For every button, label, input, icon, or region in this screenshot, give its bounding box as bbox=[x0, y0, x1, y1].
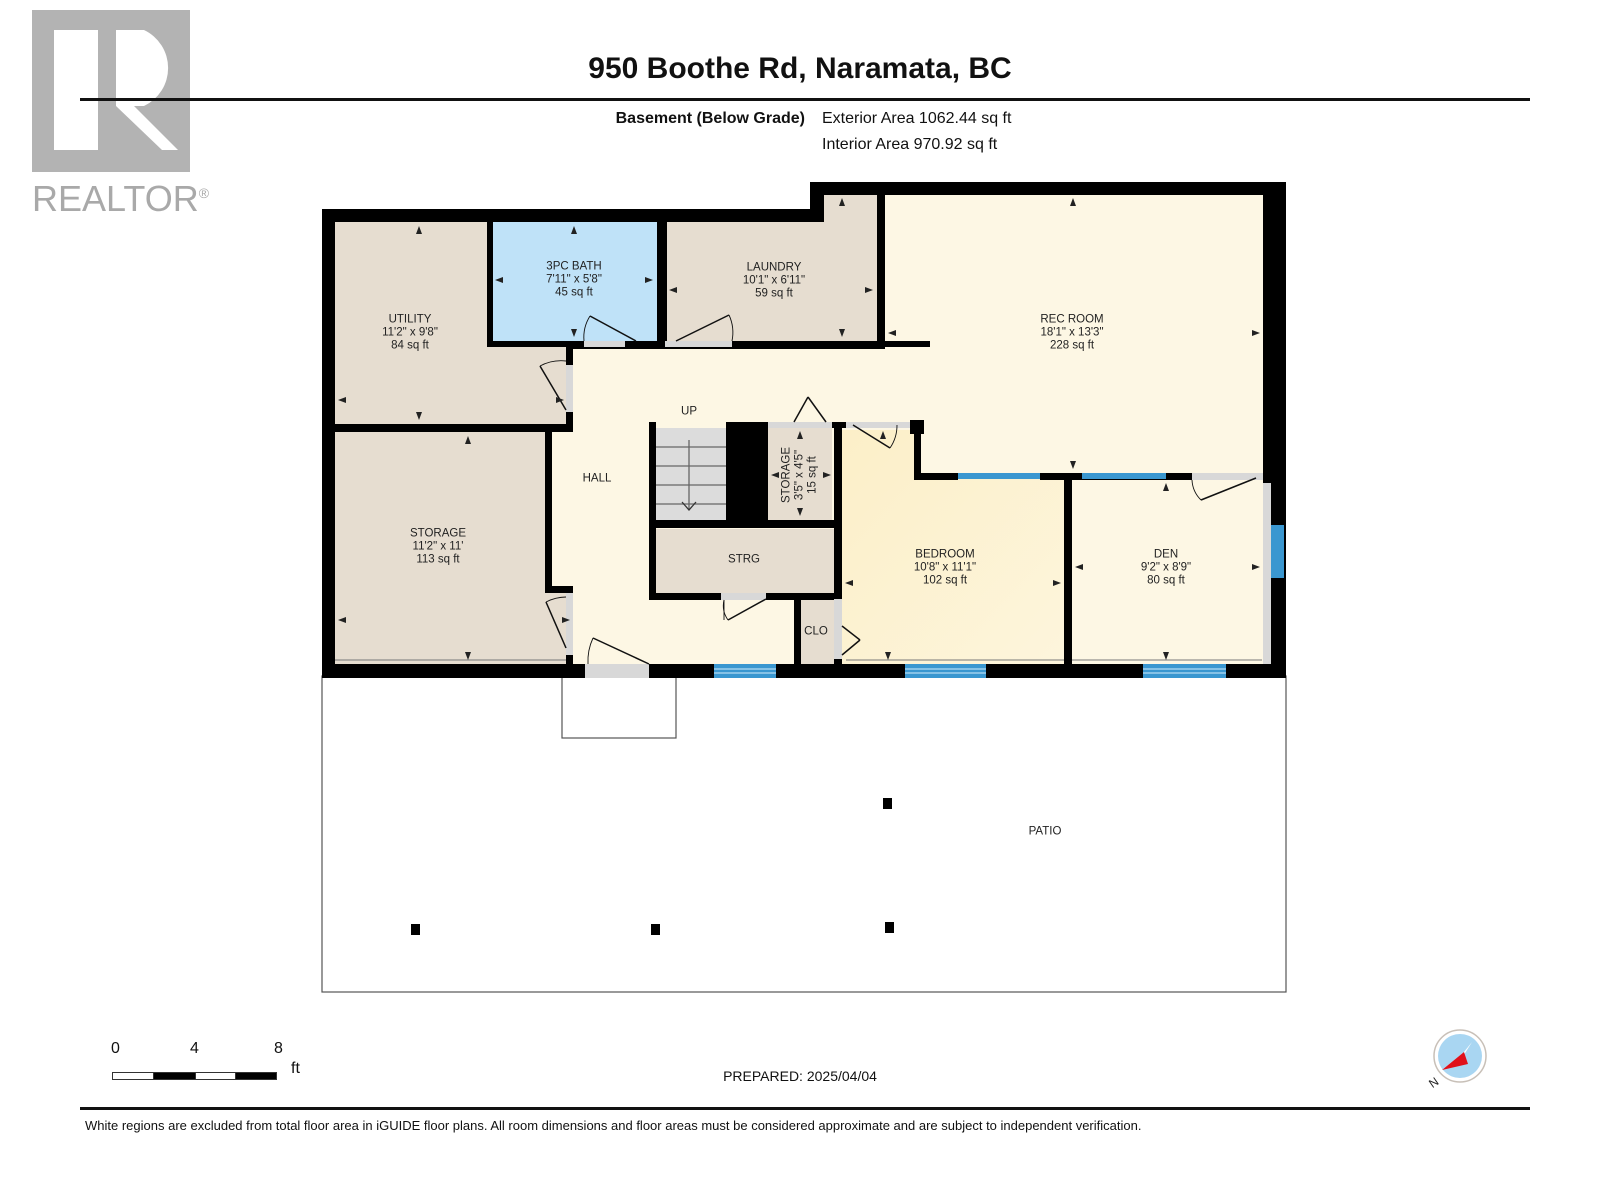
room-name: CLO bbox=[804, 625, 828, 638]
room-dimensions: 7'11" x 5'8" bbox=[546, 273, 602, 286]
room-dimensions: 3'5" x 4'5" bbox=[793, 449, 806, 501]
room-name: HALL bbox=[582, 472, 612, 485]
room-label-small-storage: STORAGE 3'5" x 4'5" 15 sq ft bbox=[781, 447, 820, 503]
room-label-patio: PATIO bbox=[1029, 826, 1062, 839]
interior-area: Interior Area 970.92 sq ft bbox=[822, 136, 998, 153]
room-label-rec-room: REC ROOM 18'1" x 13'3" 228 sq ft bbox=[1040, 314, 1103, 353]
realtor-wordmark: REALTOR® bbox=[32, 178, 209, 220]
entry-step bbox=[561, 675, 677, 739]
room-label-strg: STRG bbox=[728, 554, 760, 567]
scale-unit: ft bbox=[291, 1060, 300, 1077]
room-area: 228 sq ft bbox=[1049, 339, 1095, 352]
scale-tick-8: 8 bbox=[274, 1040, 283, 1057]
strg-room bbox=[656, 529, 834, 593]
post-icon bbox=[651, 924, 660, 935]
room-name: REC ROOM bbox=[1040, 313, 1104, 326]
room-label-utility: UTILITY 11'2" x 9'8" 84 sq ft bbox=[382, 314, 438, 353]
room-label-den: DEN 9'2" x 8'9" 80 sq ft bbox=[1141, 549, 1191, 588]
level-name: Basement (Below Grade) bbox=[615, 110, 805, 127]
header-divider bbox=[80, 98, 1530, 101]
room-area: 113 sq ft bbox=[416, 553, 460, 566]
room-label-3pc-bath: 3PC BATH 7'11" x 5'8" 45 sq ft bbox=[546, 261, 602, 300]
patio-area bbox=[321, 675, 1287, 993]
exterior-area: Exterior Area 1062.44 sq ft bbox=[822, 110, 1012, 127]
footer-divider bbox=[80, 1107, 1530, 1110]
disclaimer-text: White regions are excluded from total fl… bbox=[85, 1118, 1142, 1133]
room-area: 84 sq ft bbox=[391, 339, 429, 352]
room-name: BEDROOM bbox=[915, 548, 975, 561]
room-area: 15 sq ft bbox=[806, 456, 819, 494]
room-name: UTILITY bbox=[388, 313, 432, 326]
room-label-closet: CLO bbox=[804, 626, 828, 639]
storage-room bbox=[335, 432, 545, 664]
registered-mark: ® bbox=[198, 185, 210, 201]
realtor-text: REALTOR bbox=[32, 178, 199, 219]
room-area: 45 sq ft bbox=[555, 286, 593, 299]
prepared-date: PREPARED: 2025/04/04 bbox=[723, 1068, 877, 1084]
stairs-up-label: UP bbox=[681, 405, 697, 418]
rec-room bbox=[885, 195, 1263, 473]
room-name: PATIO bbox=[1028, 825, 1062, 838]
room-name: STORAGE bbox=[780, 446, 793, 504]
svg-text:N: N bbox=[1428, 1074, 1441, 1088]
bedroom bbox=[842, 430, 1064, 664]
room-area: 102 sq ft bbox=[922, 574, 968, 587]
post-icon bbox=[883, 798, 892, 809]
stairs bbox=[656, 428, 726, 520]
room-label-bedroom: BEDROOM 10'8" x 11'1" 102 sq ft bbox=[914, 549, 976, 588]
room-label-hall: HALL bbox=[583, 473, 612, 486]
page-title: 950 Boothe Rd, Naramata, BC bbox=[588, 52, 1012, 85]
scale-tick-4: 4 bbox=[190, 1040, 199, 1057]
compass: N bbox=[1426, 1028, 1488, 1091]
room-name: STORAGE bbox=[409, 527, 467, 540]
den bbox=[1072, 480, 1268, 664]
room-dimensions: 10'8" x 11'1" bbox=[913, 561, 977, 574]
utility-room bbox=[335, 222, 487, 424]
post-icon bbox=[885, 922, 894, 933]
post-icon bbox=[411, 924, 420, 935]
room-label-laundry: LAUNDRY 10'1" x 6'11" 59 sq ft bbox=[743, 262, 805, 301]
realtor-r-icon bbox=[32, 10, 190, 172]
closet bbox=[800, 598, 834, 664]
room-area: 59 sq ft bbox=[755, 287, 793, 300]
room-dimensions: 11'2" x 11' bbox=[412, 540, 464, 553]
room-dimensions: 11'2" x 9'8" bbox=[382, 326, 438, 339]
room-name: LAUNDRY bbox=[746, 261, 802, 274]
room-name: DEN bbox=[1153, 548, 1179, 561]
laundry-room bbox=[667, 222, 877, 341]
room-name: STRG bbox=[728, 553, 760, 566]
room-area: 80 sq ft bbox=[1147, 574, 1185, 587]
scale-segment bbox=[235, 1072, 277, 1080]
room-label-storage: STORAGE 11'2" x 11' 113 sq ft bbox=[410, 528, 466, 567]
bath-room bbox=[491, 222, 657, 341]
room-name: 3PC BATH bbox=[546, 260, 602, 273]
scale-tick-0: 0 bbox=[111, 1040, 120, 1057]
compass-icon: N bbox=[1426, 1029, 1487, 1091]
stair-arrow bbox=[681, 501, 697, 511]
realtor-logo: REALTOR® bbox=[32, 10, 209, 219]
room-dimensions: 18'1" x 13'3" bbox=[1040, 326, 1104, 339]
room-dimensions: 9'2" x 8'9" bbox=[1140, 561, 1192, 574]
room-dimensions: 10'1" x 6'11" bbox=[742, 274, 806, 287]
